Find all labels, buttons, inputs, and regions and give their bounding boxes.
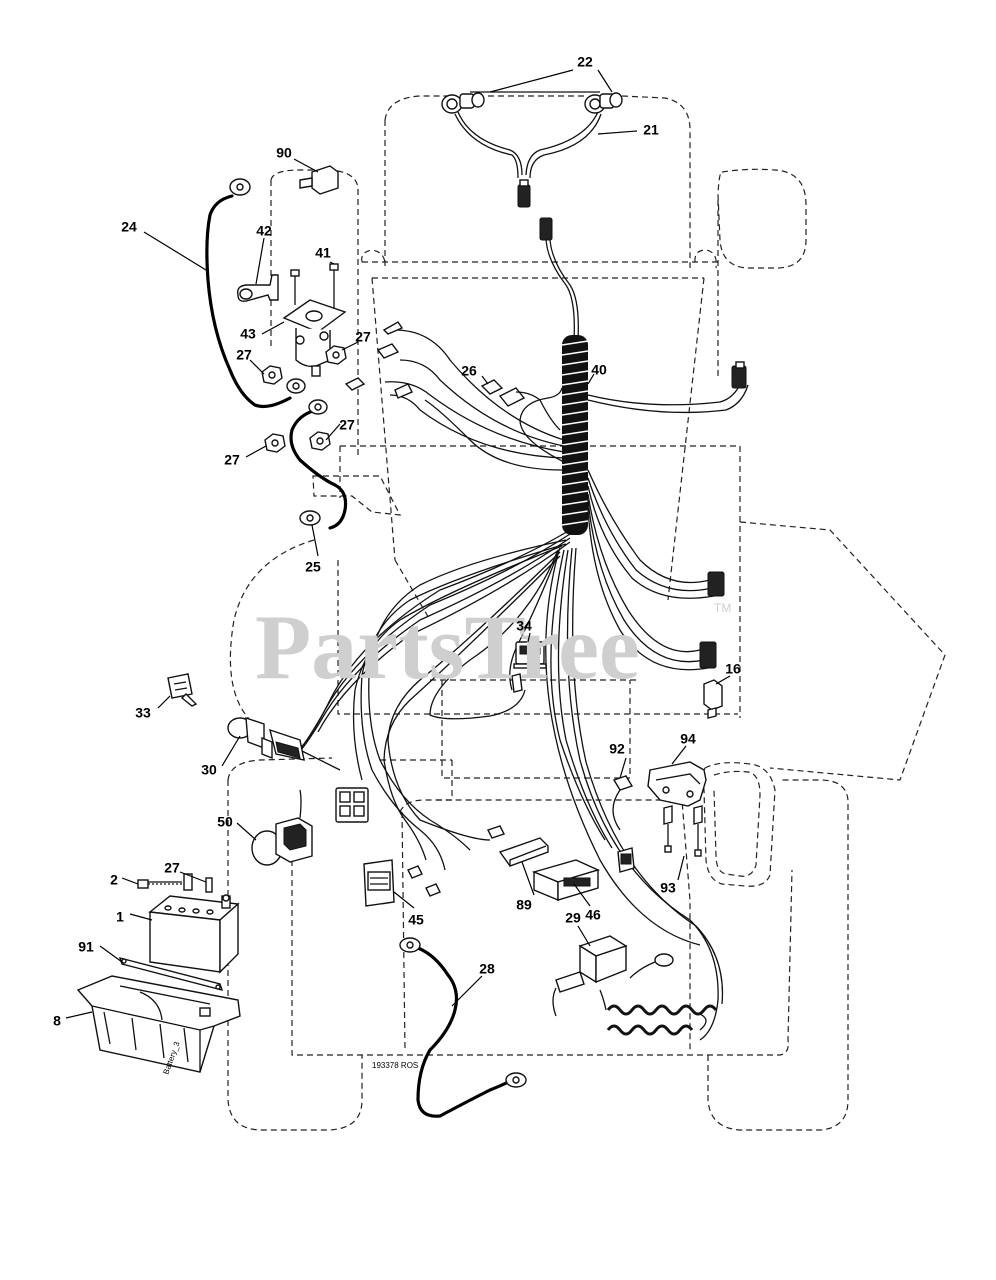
part-29-module: [552, 935, 628, 1017]
headlight-connector: [517, 184, 531, 208]
part-1-battery: [148, 894, 240, 974]
connector-right-lower: [699, 641, 717, 669]
callout-90: 90: [276, 145, 292, 161]
cable-25: [289, 399, 348, 530]
part-89-bracket: [498, 837, 549, 867]
callout-22: 22: [577, 54, 593, 70]
callout-labels: 1281621222425262727272727282930333440414…: [53, 54, 741, 1029]
part-8-battery-tray: [76, 975, 241, 1073]
tractor-outline: [227, 95, 946, 1131]
main-harness: [295, 239, 749, 1041]
callout-27: 27: [355, 329, 371, 345]
part-16: [703, 679, 723, 719]
callout-42: 42: [256, 223, 272, 239]
callout-24: 24: [121, 219, 137, 235]
callout-89: 89: [516, 897, 532, 913]
callout-27: 27: [164, 860, 180, 876]
callout-33: 33: [135, 705, 151, 721]
coiled-cable: [599, 953, 718, 1036]
callout-27: 27: [339, 417, 355, 433]
callout-43: 43: [240, 326, 256, 342]
connector-right-upper: [707, 571, 725, 597]
part-45: [363, 825, 505, 907]
callout-45: 45: [408, 912, 424, 928]
part-94-brake-switch: [647, 761, 707, 825]
part-34-switch: [511, 641, 547, 693]
cable-24: [205, 178, 306, 409]
drawing-code: 193378 ROS: [372, 1061, 418, 1070]
callout-29: 29: [565, 910, 581, 926]
callout-25: 25: [305, 559, 321, 575]
callout-46: 46: [585, 907, 601, 923]
headlight-right: [584, 92, 623, 114]
connector-block: [335, 787, 369, 823]
callout-94: 94: [680, 731, 696, 747]
watermark-trademark: TM: [714, 601, 731, 615]
harness-connector-front: [539, 217, 553, 241]
callout-21: 21: [643, 122, 659, 138]
callout-41: 41: [315, 245, 331, 261]
cable-28: [399, 937, 527, 1118]
callout-30: 30: [201, 762, 217, 778]
part-42-boot: [237, 274, 279, 302]
callout-40: 40: [591, 362, 607, 378]
callout-2: 2: [110, 872, 118, 888]
headlight-left: [441, 92, 485, 114]
callout-26: 26: [461, 363, 477, 379]
callout-93: 93: [660, 880, 676, 896]
callout-92: 92: [609, 741, 625, 757]
part-26-connector: [480, 379, 561, 431]
callout-16: 16: [725, 661, 741, 677]
part-33-key: [167, 673, 198, 707]
nuts-27: [261, 345, 347, 453]
callout-27: 27: [224, 452, 240, 468]
part-46-hour-meter: [531, 859, 600, 902]
callout-8: 8: [53, 1013, 61, 1029]
part-30-ignition-switch: [227, 717, 305, 761]
callout-50: 50: [217, 814, 233, 830]
headlights: [441, 91, 623, 241]
part-93-bolts: [664, 824, 702, 857]
part-50-switch: [251, 789, 313, 866]
callout-27: 27: [236, 347, 252, 363]
loom-tube: [561, 335, 589, 535]
leader-lines: [65, 69, 731, 1019]
callout-34: 34: [516, 618, 532, 634]
callout-1: 1: [116, 909, 124, 925]
callout-91: 91: [78, 939, 94, 955]
part-92: [612, 775, 635, 873]
callout-28: 28: [479, 961, 495, 977]
terminals: [344, 321, 413, 399]
watermark: PartsTree: [255, 596, 640, 698]
part-43-solenoid: [282, 299, 347, 377]
part-27-nut: [183, 873, 213, 893]
part-90-plug: [299, 165, 339, 195]
part-2-bolt: [137, 879, 182, 889]
